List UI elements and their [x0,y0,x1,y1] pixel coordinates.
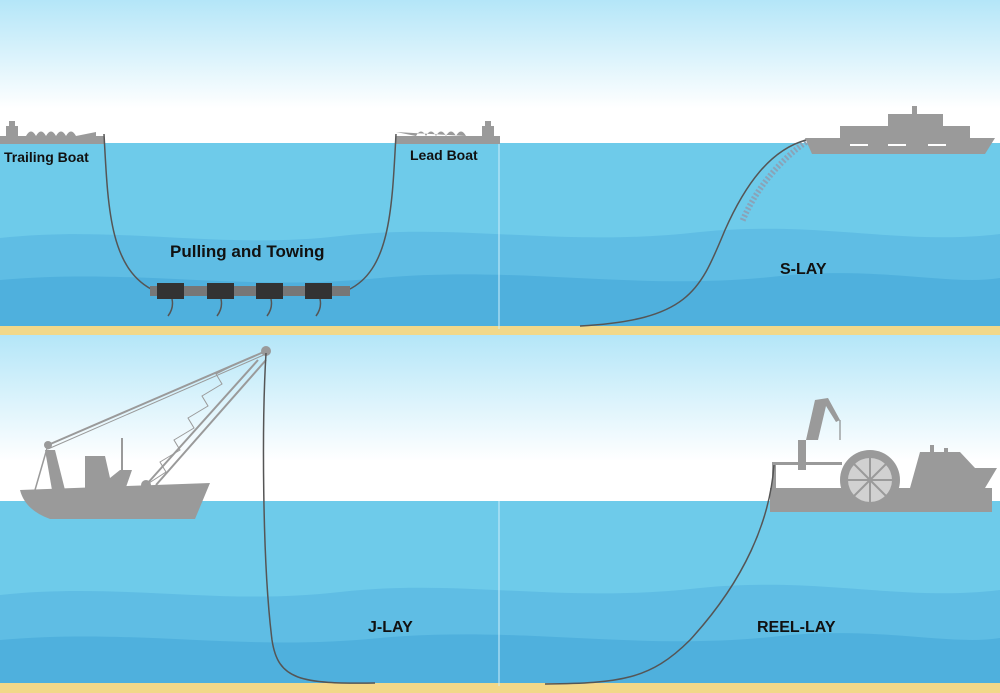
trailing-boat-label: Trailing Boat [4,149,89,165]
reel-drum-icon [840,450,900,510]
towing-cable-right [347,133,397,291]
pipeline-bundle [150,283,350,317]
j-lay-pipe [262,352,376,684]
j-lay-title: J-LAY [368,619,413,636]
reel-lay-title: REEL-LAY [757,619,836,636]
s-lay-title: S-LAY [780,261,827,278]
panel-j-lay: J-LAY [20,346,413,684]
lead-boat [396,121,500,144]
trailing-boat [0,121,104,144]
panel-s-lay: S-LAY [579,106,995,327]
s-lay-vessel [805,106,995,154]
top-row-background [0,0,1000,335]
panel-pulling-and-towing: Trailing Boat Lead Boat Pulling and Towi… [0,121,500,317]
lead-boat-label: Lead Boat [410,147,478,163]
stinger-icon [739,139,808,224]
reel-lay-pipe [544,464,775,685]
s-lay-pipe [579,139,807,327]
towing-cable-left [103,133,156,292]
panel-reel-lay: REEL-LAY [544,398,997,685]
towing-title: Pulling and Towing [170,242,325,261]
bottom-row-background [0,335,1000,693]
crane-boom [34,350,267,491]
